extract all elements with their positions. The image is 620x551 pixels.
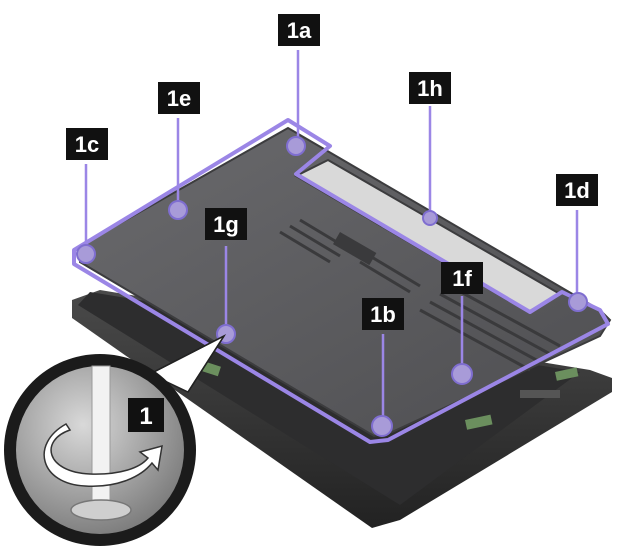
screw-1d xyxy=(568,292,588,312)
callout-label-1e: 1e xyxy=(167,86,191,111)
screw-1b xyxy=(371,415,393,437)
base-cover xyxy=(79,126,612,438)
step-badge: 1 xyxy=(128,398,164,432)
callout-1g: 1g xyxy=(205,208,247,240)
step-label: 1 xyxy=(139,403,152,430)
callout-1c: 1c xyxy=(66,128,108,160)
callout-1h: 1h xyxy=(409,72,451,104)
callout-label-1f: 1f xyxy=(452,266,472,291)
screw-1h xyxy=(422,210,438,226)
callout-1e: 1e xyxy=(158,82,200,114)
screwdriver-detail-circle xyxy=(4,354,196,546)
magnifier-pointer xyxy=(148,334,227,393)
callout-1f: 1f xyxy=(441,262,483,294)
vent-grille-upper xyxy=(279,218,421,294)
screw-1c xyxy=(76,244,96,264)
vent-grille-lower xyxy=(419,284,561,372)
callout-label-1h: 1h xyxy=(417,76,443,101)
leader-lines xyxy=(84,50,579,426)
screw-1e xyxy=(168,200,188,220)
callout-label-1c: 1c xyxy=(75,132,99,157)
screw-1a xyxy=(286,136,306,156)
docking-connector xyxy=(333,232,377,266)
callout-label-1a: 1a xyxy=(287,18,312,43)
callout-label-1g: 1g xyxy=(213,212,239,237)
screw-1f xyxy=(451,363,473,385)
rotate-counterclockwise-icon xyxy=(43,423,163,487)
callout-1a: 1a xyxy=(278,14,320,46)
screw-markers xyxy=(76,136,588,437)
callout-label-1b: 1b xyxy=(370,302,396,327)
screw-head xyxy=(70,499,132,521)
callout-1d: 1d xyxy=(556,174,598,206)
callout-label-1d: 1d xyxy=(564,178,590,203)
callout-1b: 1b xyxy=(362,298,404,330)
